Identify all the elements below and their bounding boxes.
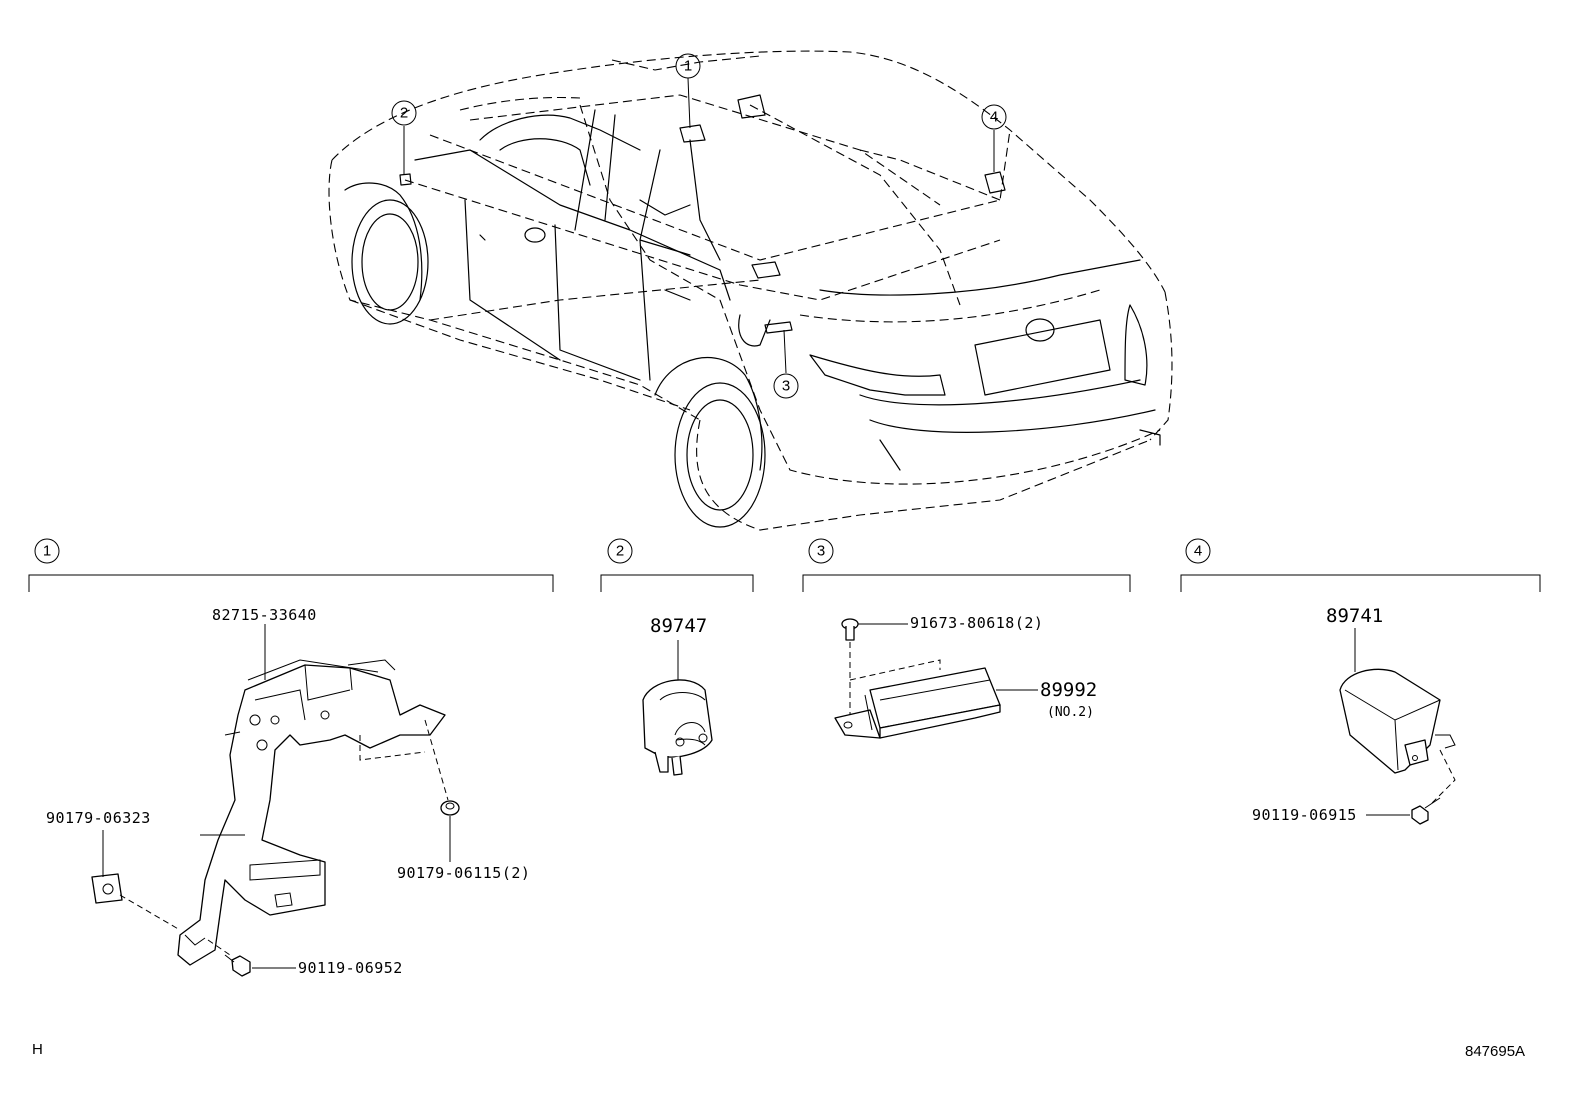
callout-3-label: 3 — [782, 378, 790, 395]
section-3-number: 3 — [817, 543, 825, 560]
bracket-part-illustration — [177, 659, 446, 966]
section-4: 4 89741 90119-06915 — [1180, 538, 1541, 825]
bolt-illustration-90119-06915 — [1411, 797, 1441, 825]
nut-left-illustration — [91, 873, 123, 904]
section-4-number: 4 — [1194, 543, 1202, 560]
part-note-no2: (NO.2) — [1047, 705, 1094, 720]
callout-4-label: 4 — [990, 109, 998, 126]
section-1-bracket-line — [28, 574, 554, 592]
module-part-illustration — [834, 667, 1001, 739]
callout-4: 4 — [981, 104, 1007, 130]
section-2-bracket-line — [600, 574, 754, 592]
section-3: 3 91673-80618(2) 89992 (NO.2) — [802, 538, 1131, 739]
footer-code: H — [32, 1041, 43, 1058]
car-overview-illustration: 1 2 4 3 — [328, 50, 1173, 531]
unit-part-illustration — [1339, 668, 1456, 774]
illustration-id: 847695A — [1465, 1043, 1525, 1060]
section-2: 2 89747 — [600, 538, 754, 776]
part-number-89747: 89747 — [650, 615, 707, 637]
part-number-90179-06323: 90179-06323 — [46, 809, 151, 827]
section-4-bracket-line — [1180, 574, 1541, 592]
bolt-illustration — [224, 954, 251, 977]
callout-1: 1 — [675, 53, 701, 79]
callout-2: 2 — [391, 100, 417, 126]
callout-2-label: 2 — [400, 105, 408, 122]
section-1-number: 1 — [43, 543, 51, 560]
part-number-82715-33640: 82715-33640 — [212, 606, 317, 624]
part-number-90119-06915: 90119-06915 — [1252, 806, 1357, 824]
nut-right-illustration — [440, 800, 460, 816]
section-3-bracket-line — [802, 574, 1131, 592]
part-number-91673-80618: 91673-80618(2) — [910, 614, 1043, 632]
sensor-part-illustration — [642, 679, 713, 776]
callout-1-label: 1 — [684, 58, 692, 75]
part-number-90119-06952: 90119-06952 — [298, 959, 403, 977]
part-number-89741: 89741 — [1326, 605, 1383, 627]
section-1: 1 82715-33640 90 — [28, 538, 554, 977]
callout-3: 3 — [773, 373, 799, 399]
section-2-number: 2 — [616, 543, 624, 560]
part-number-90179-06115: 90179-06115(2) — [397, 864, 530, 882]
part-number-89992: 89992 — [1040, 679, 1097, 701]
bolt-illustration-91673 — [841, 618, 859, 641]
